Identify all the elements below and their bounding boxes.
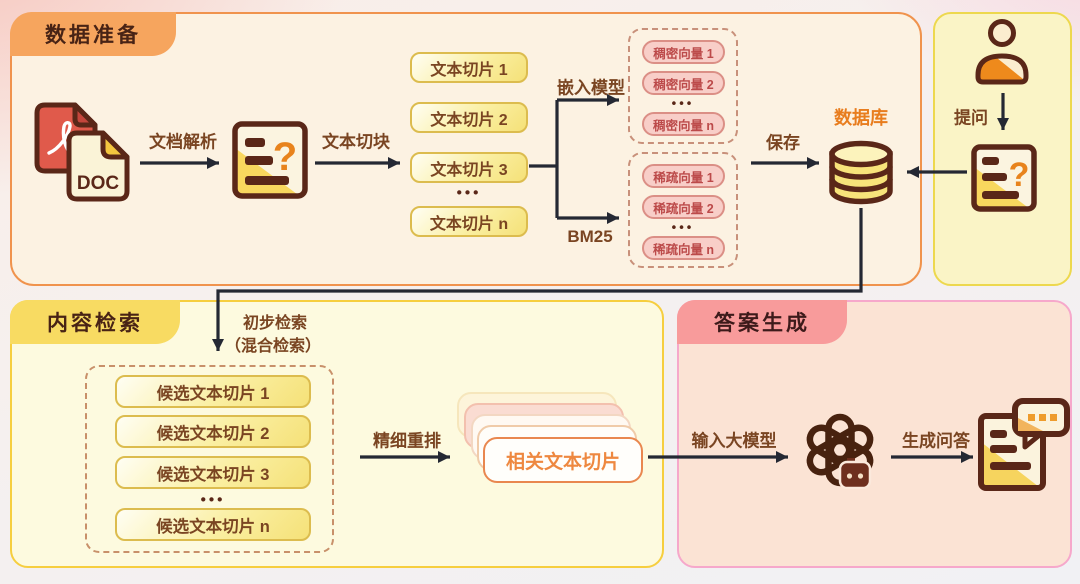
candidate-slice-1: 候选文本切片 1: [115, 375, 311, 408]
candidate-group: [85, 365, 334, 553]
candidate-slice-n: 候选文本切片 n: [115, 508, 311, 541]
ask-label: 提问: [954, 108, 988, 128]
input-llm-label: 输入大模型: [691, 431, 777, 451]
sparse-vector-ellipsis: •••: [671, 219, 695, 235]
parsed-document-icon: ?: [229, 118, 311, 202]
content-retrieval-tab: 内容检索: [10, 300, 180, 344]
candidate-ellipsis: •••: [200, 491, 226, 509]
question-mark-glyph: ?: [273, 135, 297, 179]
generate-qa-label: 生成问答: [902, 431, 970, 451]
dense-vector-n: 稠密向量 n: [642, 112, 725, 136]
initial-retrieval-label-line1: 初步检索: [242, 315, 308, 332]
text-slice-3: 文本切片 3: [410, 152, 528, 183]
database-label: 数据库: [834, 108, 888, 128]
embed-model-label: 嵌入模型: [557, 78, 625, 98]
data-preparation-tab: 数据准备: [10, 12, 176, 56]
text-slice-1: 文本切片 1: [410, 52, 528, 83]
robot-face-icon: [838, 458, 872, 489]
rerank-label: 精细重排: [373, 431, 441, 451]
data-preparation-title: 数据准备: [45, 24, 141, 47]
sparse-vector-2: 稀疏向量 2: [642, 195, 725, 219]
dense-vector-2: 稠密向量 2: [642, 71, 725, 95]
database-icon: [827, 140, 895, 206]
bm25-label: BM25: [567, 227, 613, 246]
save-label: 保存: [766, 133, 800, 153]
doc-badge: DOC: [77, 173, 120, 194]
question-document-icon: ?: [969, 142, 1039, 214]
candidate-slice-3: 候选文本切片 3: [115, 456, 311, 489]
dense-vector-1: 稠密向量 1: [642, 40, 725, 64]
pdf-doc-files-icon: DOC: [33, 97, 135, 203]
text-slice-2: 文本切片 2: [410, 102, 528, 133]
openai-llm-icon: [801, 411, 879, 489]
chat-bubble-icon: [1012, 398, 1070, 450]
text-slice-ellipsis: •••: [456, 184, 482, 202]
text-chunk-label: 文本切块: [322, 132, 390, 152]
text-slice-n: 文本切片 n: [410, 206, 528, 237]
question-mark-glyph: ?: [1009, 156, 1030, 194]
user-icon: [971, 17, 1033, 87]
doc-parse-label: 文档解析: [149, 132, 217, 152]
candidate-slice-2: 候选文本切片 2: [115, 415, 311, 448]
answer-generation-title: 答案生成: [714, 312, 810, 335]
initial-retrieval-label-line2: （混合检索）: [224, 338, 322, 355]
content-retrieval-title: 内容检索: [47, 312, 143, 335]
relevant-chunks-card: 相关文本切片: [483, 437, 643, 483]
sparse-vector-1: 稀疏向量 1: [642, 164, 725, 188]
dense-vector-ellipsis: •••: [671, 95, 695, 111]
doc-file-icon: DOC: [66, 130, 130, 202]
dense-vector-group: [628, 28, 738, 144]
answer-document-icon: [973, 398, 1071, 494]
sparse-vector-n: 稀疏向量 n: [642, 236, 725, 260]
answer-generation-tab: 答案生成: [677, 300, 847, 344]
